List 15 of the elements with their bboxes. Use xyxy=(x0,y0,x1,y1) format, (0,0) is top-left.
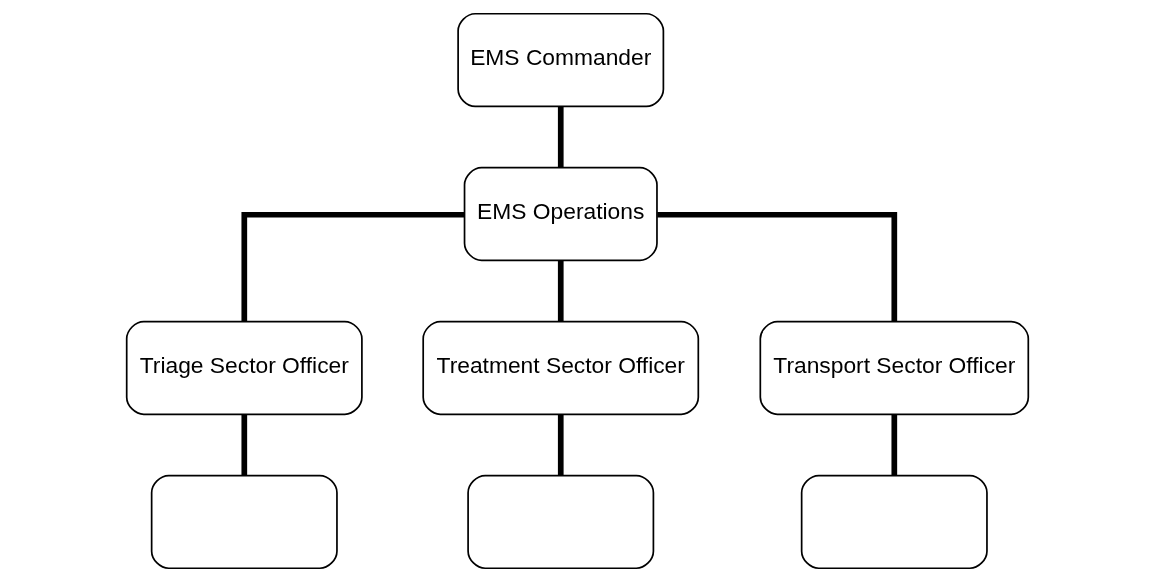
connector xyxy=(557,414,564,476)
node-box: Triage Sector Officer xyxy=(125,320,363,416)
node-box: EMS Commander xyxy=(457,12,665,108)
connector xyxy=(657,211,898,322)
connector xyxy=(241,414,248,476)
connector xyxy=(557,260,564,322)
node-box: Treatment Sector Officer xyxy=(422,320,700,416)
connector xyxy=(891,414,898,476)
node-box xyxy=(467,474,655,570)
node-box xyxy=(150,474,338,570)
node-box xyxy=(800,474,988,570)
connector xyxy=(241,211,465,322)
node-box: EMS Operations xyxy=(463,166,658,262)
node-box: Transport Sector Officer xyxy=(759,320,1030,416)
connector xyxy=(557,106,564,168)
